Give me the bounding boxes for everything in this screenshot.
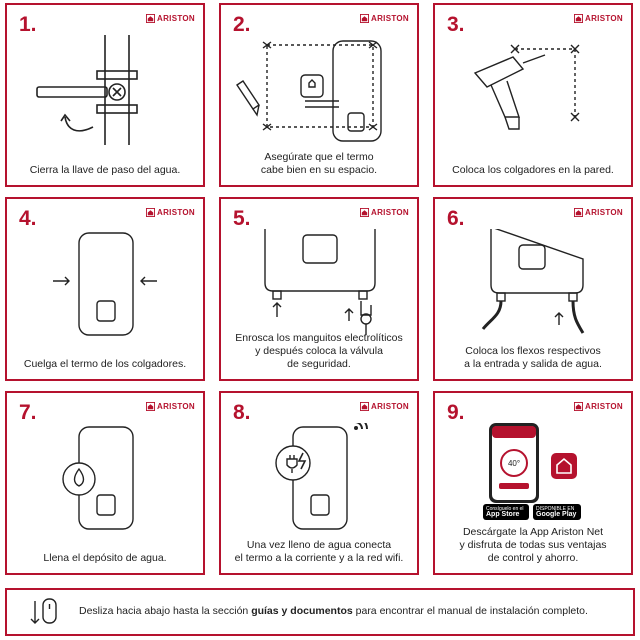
app-store-badge[interactable]: Consíguelo en el App Store <box>483 504 529 520</box>
step-1-panel: 1. ARISTON Cierra la llave de paso del a… <box>5 3 205 187</box>
step-caption: Descárgate la App Ariston Net y disfruta… <box>459 526 607 564</box>
step-3-panel: 3. ARISTON Coloca los colgadores en la p… <box>433 3 633 187</box>
app-store-small: Consíguelo en el <box>486 506 524 512</box>
ariston-logo: ARISTON <box>360 402 409 411</box>
step-caption: Asegúrate que el termo cabe bien en su e… <box>260 151 378 176</box>
footer-text: Desliza hacia abajo hasta la sección guí… <box>79 605 588 617</box>
step-5-panel: 5. ARISTON Enrosca los manguitos electro… <box>219 197 419 381</box>
brand-name: ARISTON <box>585 208 623 217</box>
ariston-logo: ARISTON <box>360 208 409 217</box>
phone-temperature: 40° <box>508 459 520 468</box>
scroll-down-icon <box>30 598 57 624</box>
step-number: 9. <box>447 401 465 424</box>
house-logo-icon <box>360 208 370 217</box>
step-number: 8. <box>233 401 251 424</box>
hoses-icon <box>481 229 585 334</box>
house-logo-icon <box>360 402 370 411</box>
ariston-logo: ARISTON <box>574 14 623 23</box>
brand-name: ARISTON <box>371 14 409 23</box>
brand-name: ARISTON <box>585 402 623 411</box>
step-8-panel: 8. ARISTON Una vez lleno de agua conecta… <box>219 391 419 575</box>
ariston-logo: ARISTON <box>146 14 195 23</box>
brand-name: ARISTON <box>585 14 623 23</box>
fill-water-icon <box>62 426 134 530</box>
step-caption: Enrosca los manguitos electrolíticos y d… <box>235 332 403 370</box>
drill-icon <box>473 44 580 130</box>
house-logo-icon <box>574 14 584 23</box>
fittings-valve-icon <box>264 229 376 335</box>
step-caption: Coloca los colgadores en la pared. <box>452 164 614 176</box>
step-caption: Cuelga el termo de los colgadores. <box>23 358 187 370</box>
brand-name: ARISTON <box>157 14 195 23</box>
house-logo-icon <box>574 208 584 217</box>
step-number: 5. <box>233 207 251 230</box>
plug-wifi-icon <box>275 423 368 530</box>
step-number: 4. <box>19 207 37 230</box>
footer-text-bold: guías y documentos <box>251 605 353 617</box>
google-play-badge[interactable]: DISPONIBLE EN Google Play <box>533 504 581 520</box>
step-number: 7. <box>19 401 37 424</box>
step-6-panel: 6. ARISTON Coloca los flexos respectivos… <box>433 197 633 381</box>
ariston-logo: ARISTON <box>574 402 623 411</box>
step-number: 6. <box>447 207 465 230</box>
house-logo-icon <box>360 14 370 23</box>
step-4-panel: 4. ARISTON Cuelga el termo de los colgad… <box>5 197 205 381</box>
app-phone-icon: 40° <box>489 423 577 503</box>
brand-name: ARISTON <box>371 402 409 411</box>
brand-name: ARISTON <box>371 208 409 217</box>
google-play-big: Google Play <box>536 511 577 518</box>
ariston-app-icon <box>551 453 577 479</box>
step-2-panel: 2. ARISTON Asegúrate que el termo cabe b… <box>219 3 419 187</box>
ariston-logo: ARISTON <box>146 402 195 411</box>
step-9-panel: 9. ARISTON 40° Consíguelo en el App Stor… <box>433 391 633 575</box>
ariston-logo: ARISTON <box>146 208 195 217</box>
footer-text-before: Desliza hacia abajo hasta la sección <box>79 605 252 617</box>
brand-name: ARISTON <box>157 208 195 217</box>
step-number: 1. <box>19 13 37 36</box>
house-logo-icon <box>146 208 156 217</box>
hang-heater-icon <box>53 232 157 336</box>
water-valve-icon <box>36 35 138 145</box>
app-store-big: App Store <box>486 511 520 518</box>
google-play-small: DISPONIBLE EN <box>536 506 575 512</box>
step-caption: Coloca los flexos respectivos a la entra… <box>464 345 602 370</box>
ariston-logo: ARISTON <box>574 208 623 217</box>
step-caption: Una vez lleno de agua conecta el termo a… <box>234 539 404 564</box>
measure-space-icon <box>236 40 382 142</box>
ariston-logo: ARISTON <box>360 14 409 23</box>
step-number: 2. <box>233 13 251 36</box>
step-7-panel: 7. ARISTON Llena el depósito de agua. <box>5 391 205 575</box>
house-logo-icon <box>146 14 156 23</box>
house-logo-icon <box>146 402 156 411</box>
step-number: 3. <box>447 13 465 36</box>
house-logo-icon <box>574 402 584 411</box>
footer-hint: Desliza hacia abajo hasta la sección guí… <box>5 588 635 636</box>
footer-text-after: para encontrar el manual de instalación … <box>352 605 588 617</box>
step-caption: Cierra la llave de paso del agua. <box>29 164 181 176</box>
brand-name: ARISTON <box>157 402 195 411</box>
step-caption: Llena el depósito de agua. <box>43 552 167 564</box>
